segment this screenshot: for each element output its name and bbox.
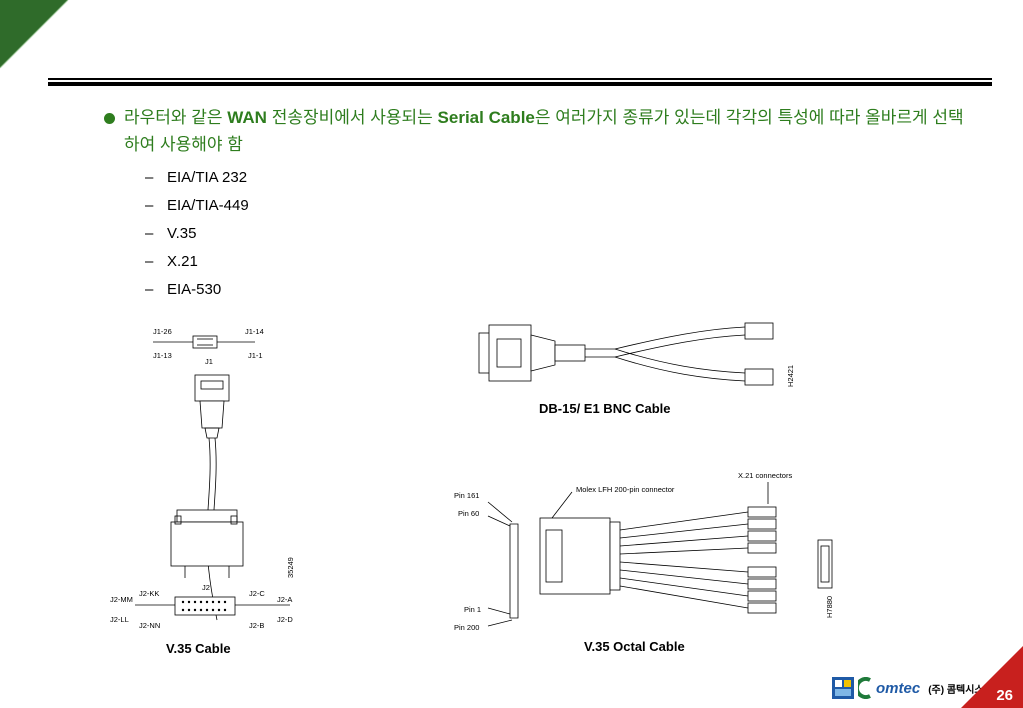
label-j2-b: J2-B: [249, 621, 264, 630]
label-j1-1: J1-1: [248, 351, 263, 360]
main-bullet: 라우터와 같은 WAN 전송장비에서 사용되는 Serial Cable은 여러…: [102, 104, 972, 158]
company-name: (주) 콤텍시스템: [928, 684, 993, 696]
label-pin200: Pin 200: [454, 623, 479, 632]
v35-cable-caption: V.35 Cable: [166, 641, 231, 656]
comtec-c-icon: [858, 677, 871, 699]
label-pin1: Pin 1: [464, 605, 481, 614]
v35-octal-caption: V.35 Octal Cable: [584, 639, 685, 654]
figure-code: H2421: [786, 365, 795, 387]
sub-item: –EIA/TIA 232: [145, 169, 248, 186]
label-j2-d: J2-D: [277, 615, 293, 624]
label-j2-a: J2-A: [277, 595, 292, 604]
label-j1: J1: [205, 357, 213, 366]
label-j2-c: J2-C: [249, 589, 265, 598]
company-logo: omtec (주) 콤텍시스템: [832, 675, 993, 701]
label-j2-kk: J2-KK: [139, 589, 159, 598]
label-j2-nn: J2-NN: [139, 621, 160, 630]
v35-cable-diagram: J1-26 J1-14 J1-13 J1-1 J1 J2 J2-MM J2-KK…: [110, 327, 295, 630]
page-number: 26: [996, 687, 1013, 704]
label-j1-26: J1-26: [153, 327, 172, 336]
corner-decoration-bottom-right: [961, 646, 1023, 708]
sub-item: –EIA/TIA-449: [145, 197, 249, 214]
db15-bnc-cable-diagram: H2421: [478, 322, 795, 387]
db15-bnc-caption: DB-15/ E1 BNC Cable: [539, 401, 671, 416]
label-j2-ll: J2-LL: [110, 615, 129, 624]
bullet-text: 라우터와 같은 WAN 전송장비에서 사용되는 Serial Cable은 여러…: [124, 108, 964, 154]
bullet-dot: [104, 113, 115, 124]
sub-item: –EIA-530: [145, 281, 222, 298]
label-x21-connectors: X.21 connectors: [738, 471, 792, 480]
header-rule-thin: [48, 78, 992, 80]
v35-octal-cable-diagram: X.21 connectors Molex LFH 200-pin connec…: [454, 471, 834, 632]
label-pin60: Pin 60: [458, 509, 479, 518]
sub-item: –V.35: [145, 225, 197, 242]
label-j1-14: J1-14: [245, 327, 264, 336]
label-pin161: Pin 161: [454, 491, 479, 500]
label-j2-mm: J2-MM: [110, 595, 133, 604]
sub-item: –X.21: [145, 253, 198, 270]
figure-code: H7880: [825, 596, 834, 618]
label-molex: Molex LFH 200-pin connector: [576, 485, 675, 494]
header-rule-thick: [48, 82, 992, 86]
label-j2: J2: [202, 583, 210, 592]
label-j1-13: J1-13: [153, 351, 172, 360]
corner-decoration-top-left: [0, 0, 69, 69]
figure-code: 35249: [286, 557, 295, 578]
brand-name: omtec: [876, 679, 921, 697]
certification-icon: [832, 677, 854, 699]
